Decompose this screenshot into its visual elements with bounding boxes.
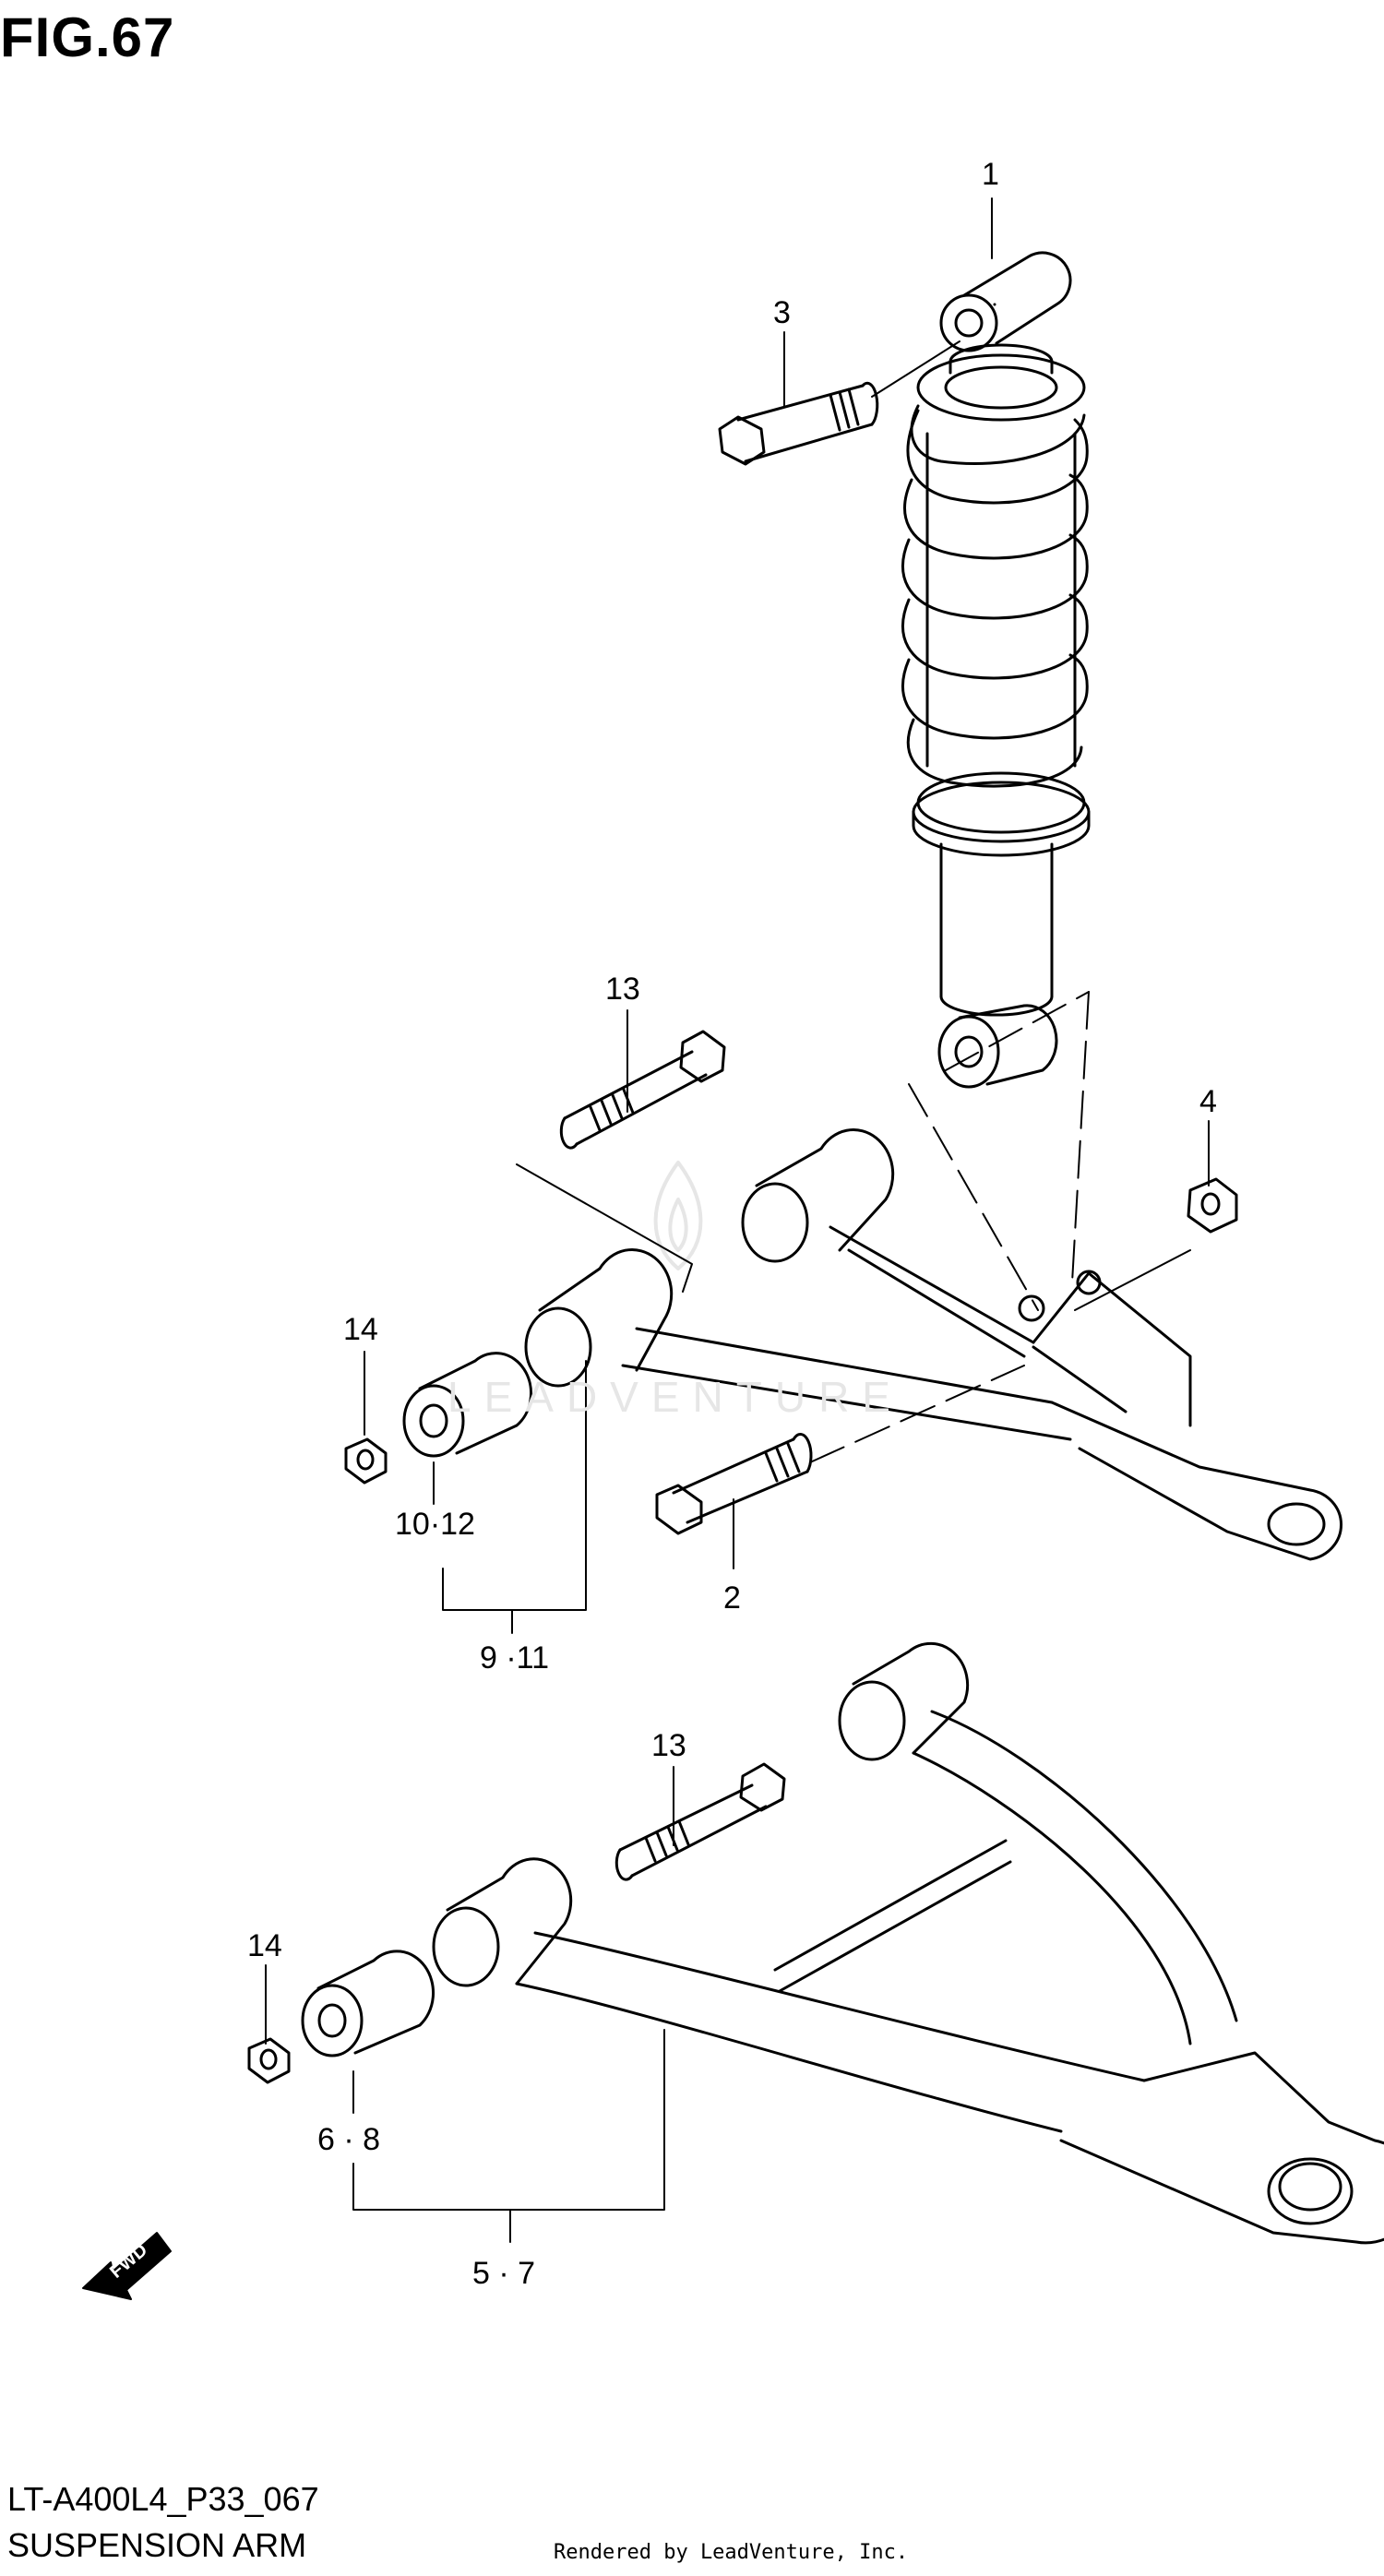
bolt-3 — [718, 381, 879, 466]
nut-14-lower — [247, 2037, 291, 2084]
shock-upper-bushing — [939, 251, 1072, 352]
shock-body — [939, 842, 1054, 1017]
callout-6-8: 6 · 8 — [317, 2122, 380, 2157]
callout-14-upper: 14 — [343, 1312, 378, 1347]
leader-lines — [265, 197, 1210, 2243]
figure-title: FIG.67 — [0, 6, 175, 68]
shock-lower-bushing — [937, 1004, 1058, 1089]
watermark-flame-icon — [653, 1161, 703, 1270]
callout-2: 2 — [723, 1580, 741, 1616]
callout-10-12: 10·12 — [395, 1507, 475, 1542]
lower-arm-bushing — [301, 1950, 435, 2057]
coil-spring — [901, 343, 1091, 857]
upper-a-arm — [524, 1127, 1343, 1561]
callout-5-7: 5 · 7 — [472, 2256, 535, 2291]
callout-14-lower: 14 — [247, 1928, 282, 1963]
bolt-13-lower — [614, 1762, 786, 1881]
render-credit: Rendered by LeadVenture, Inc. — [554, 2541, 909, 2564]
forward-arrow-icon — [82, 2232, 172, 2300]
nut-4 — [1074, 1177, 1238, 1311]
nut-14-upper — [344, 1437, 388, 1485]
callout-9-11: 9 ·11 — [480, 1640, 549, 1676]
bolt-2 — [655, 1432, 813, 1535]
callout-3: 3 — [773, 295, 791, 330]
bolt-13-upper — [559, 1030, 726, 1150]
upper-arm-bushing — [402, 1352, 532, 1458]
figure-code: LT-A400L4_P33_067 — [7, 2480, 319, 2518]
callout-1: 1 — [982, 157, 999, 192]
figure-caption: SUSPENSION ARM — [7, 2526, 307, 2564]
alignment-lines — [908, 991, 1090, 1311]
callout-4: 4 — [1199, 1084, 1217, 1119]
watermark-text: LEADVENTURE — [447, 1373, 903, 1421]
callout-13-upper: 13 — [605, 972, 640, 1007]
lower-a-arm — [432, 1641, 1384, 2245]
callout-13-lower: 13 — [651, 1728, 686, 1763]
